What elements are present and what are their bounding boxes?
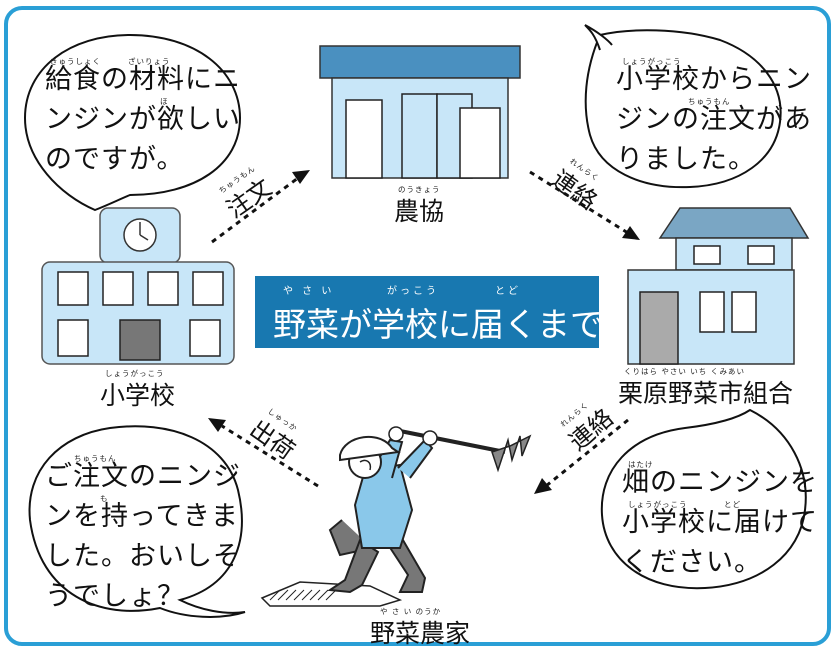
bubble-kumiai-text: 畑のニンジンを 小学校に届けて ください。: [622, 463, 818, 583]
bubble-farmer-ruby-1: ちゅうもん: [74, 454, 117, 463]
bubble-kumiai-line-2: 小学校に届けて: [622, 507, 818, 538]
bubble-farmer-ruby-2: も: [100, 494, 109, 503]
bubble-farmer-line-4: うでしょ？: [45, 581, 185, 612]
bubble-farmer-text: ご注文のニンジ ンを持ってきま した。おいしそ うでしょ？: [45, 457, 241, 617]
nokyo-label: 農協: [394, 197, 445, 226]
bubble-nokyo-line-3: りました。: [616, 144, 756, 175]
bubble-school-ruby-3: ほ: [160, 97, 169, 106]
farmer-label-ruby: や さ い のうか: [380, 607, 442, 616]
bubble-school-text: 給食の材料にニ ンジンが欲しい のですが。: [45, 60, 241, 180]
bubble-farmer-line-2: ンを持ってきま: [45, 501, 239, 532]
bubble-kumiai-shape: [600, 408, 807, 590]
bubble-kumiai-ruby-1: はたけ: [628, 460, 654, 469]
farmer-label: 野菜農家: [370, 619, 471, 648]
bubble-kumiai-ruby-3: とど: [724, 500, 741, 509]
diagram-title: 野菜が学校に届くまで: [273, 305, 603, 344]
bubble-school-shape: [23, 33, 242, 212]
bubble-kumiai-line-1: 畑のニンジンを: [622, 467, 818, 498]
title-ruby-gakkou: がっこう: [387, 286, 439, 297]
kumiai-label-ruby: くりはら やさい いち くみあい: [624, 367, 745, 376]
arrow-order: [211, 170, 310, 244]
farmer-figure: [260, 426, 532, 607]
bubble-nokyo-shape: [584, 24, 782, 189]
bubble-school-line-3: のですが。: [45, 144, 185, 175]
bubble-nokyo-text: 小学校からニン ジンの注文があ りました。: [616, 60, 812, 180]
school-label-ruby: しょうがっこう: [105, 369, 165, 378]
bubble-nokyo-ruby-1: しょうがっこう: [622, 57, 682, 66]
bubble-nokyo-ruby-2: ちゅうもん: [688, 97, 731, 106]
kumiai-label: 栗原野菜市組合: [618, 379, 794, 408]
arrow-contact-2: [534, 418, 629, 494]
bubble-kumiai-line-3: ください。: [622, 547, 762, 578]
school-label: 小学校: [100, 381, 176, 410]
arrow-contact-1: [529, 170, 640, 240]
school-building: [41, 207, 235, 365]
bubble-nokyo-line-2: ジンの注文があ: [616, 104, 812, 135]
bubble-school-line-2: ンジンが欲しい: [45, 104, 241, 135]
nokyo-building: [319, 45, 521, 179]
bubble-school-ruby-1: きゅうしょく: [50, 57, 101, 66]
title-box: や さ い がっこう とど 野菜が学校に届くまで: [255, 276, 603, 348]
title-ruby-todo: とど: [495, 286, 521, 297]
bubble-school-line-1: 給食の材料にニ: [45, 64, 241, 95]
bubble-kumiai-ruby-2: しょうがっこう: [628, 500, 688, 509]
kumiai-building: [627, 207, 810, 365]
bubble-nokyo-line-1: 小学校からニン: [616, 64, 812, 95]
bubble-farmer-shape: [28, 425, 246, 618]
bubble-school-ruby-2: ざいりょう: [128, 57, 171, 66]
arrow-ship: [208, 418, 319, 488]
title-ruby-yasai: や さ い: [283, 286, 335, 297]
bubble-farmer-line-3: した。おいしそ: [45, 541, 241, 572]
bubble-farmer-line-1: ご注文のニンジ: [45, 461, 241, 492]
nokyo-label-ruby: のうきょう: [398, 185, 441, 194]
